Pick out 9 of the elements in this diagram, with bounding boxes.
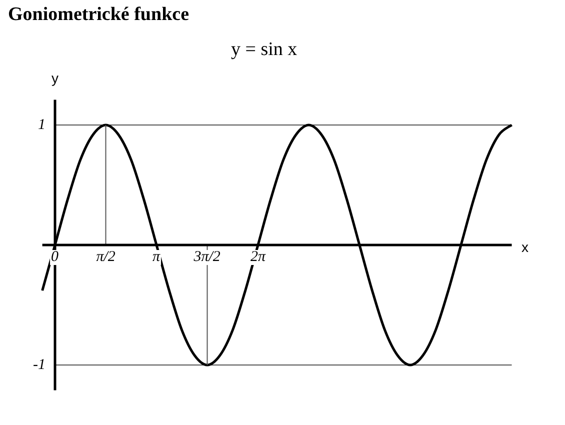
tick-label: 0 (50, 250, 60, 264)
axis-label: x (522, 240, 528, 254)
tick-label: 2π (250, 250, 267, 264)
axis-label: y (52, 71, 58, 85)
title: Goniometrické funkce (8, 5, 190, 24)
chart-title: y = sin x (231, 40, 298, 59)
tick-label: 3π/2 (192, 250, 222, 264)
tick-label: π/2 (95, 250, 116, 264)
tick-label: π (152, 250, 162, 264)
